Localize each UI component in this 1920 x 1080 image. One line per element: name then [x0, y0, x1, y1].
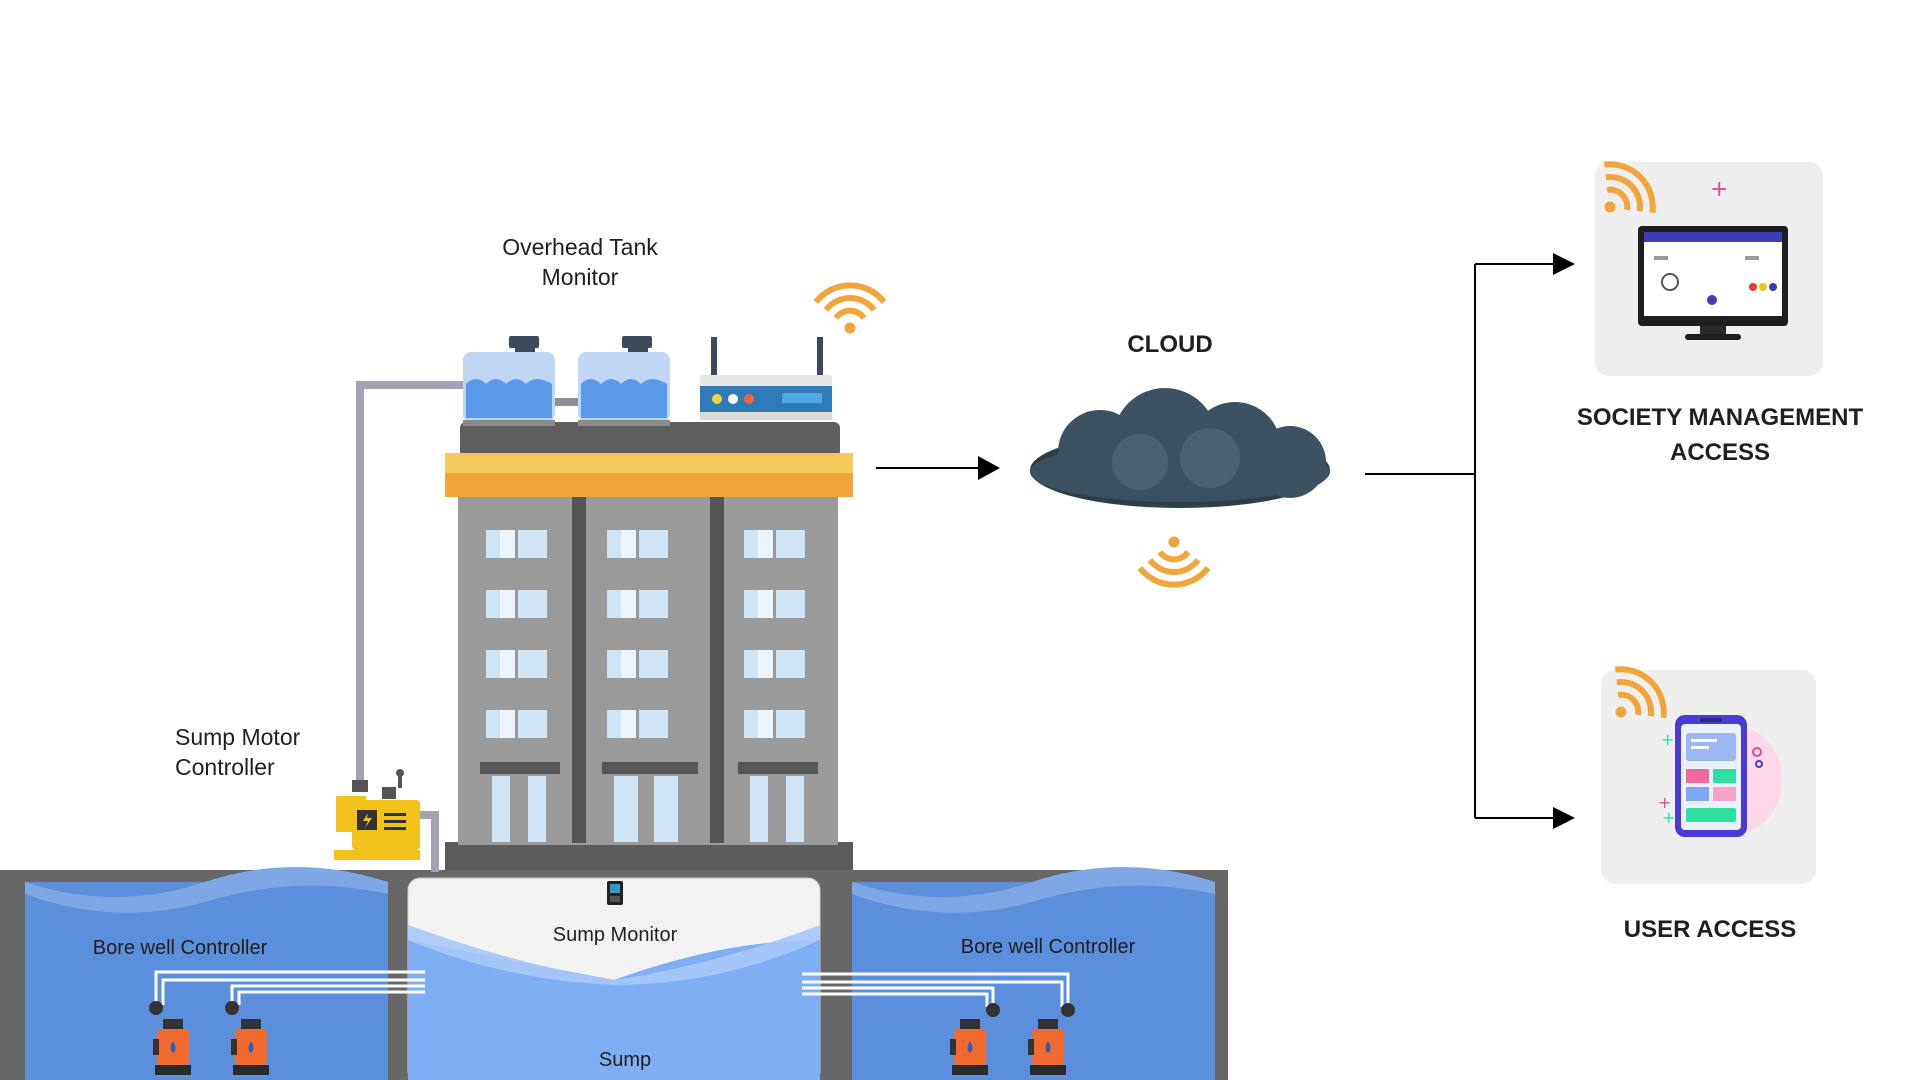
- arrow-cloud-to-access: [1365, 263, 1555, 819]
- sump-water: [408, 940, 820, 1080]
- roof-band-highlight: [445, 453, 853, 473]
- sparkle-icon: +: [1710, 177, 1728, 202]
- dot-icon: [1755, 760, 1763, 768]
- bore-well-right-wave: [852, 867, 1215, 913]
- sump-monitor-device-icon: [607, 881, 623, 905]
- tank-connector-pipe: [555, 398, 578, 406]
- pipes-right: [802, 972, 1070, 1007]
- supply-pipe: [356, 381, 463, 780]
- arrow-building-to-cloud: [876, 456, 1000, 480]
- motor-controller-icon: [334, 769, 420, 860]
- building-base: [445, 842, 853, 870]
- dot-icon: [1752, 747, 1762, 757]
- wifi-icon: [816, 285, 884, 333]
- desktop-monitor-icon: [1638, 226, 1788, 340]
- controller-pipe: [420, 811, 439, 872]
- bore-well-left-wave: [25, 867, 388, 913]
- building-top: [460, 422, 840, 457]
- building-column: [710, 485, 724, 843]
- sump-motor-controller-label: Sump Motor Controller: [175, 724, 301, 780]
- building-doors: [480, 762, 818, 842]
- overhead-tank-monitor-label: Overhead Tank Monitor: [502, 234, 658, 290]
- cloud-label: CLOUD: [1127, 331, 1213, 358]
- overhead-tank-icon: [578, 336, 670, 426]
- cloud-icon: [1030, 388, 1330, 508]
- bore-well-controller-right-label: Bore well Controller: [960, 936, 1136, 958]
- sparkle-icon: +: [1661, 730, 1674, 749]
- overhead-tank-icon: [463, 336, 555, 426]
- sparkle-icon: +: [1658, 793, 1671, 812]
- society-management-access-label: SOCIETY MANAGEMENT ACCESS: [1576, 404, 1864, 466]
- wifi-icon: [1140, 537, 1208, 585]
- bore-well-controller-left-label: Bore well Controller: [92, 937, 268, 959]
- arrow-head-user: [1553, 807, 1575, 829]
- sparkle-icon: +: [1662, 808, 1675, 827]
- arrow-head-society: [1553, 253, 1575, 275]
- pump-valve: [149, 1001, 1075, 1017]
- sump-water-wave: [408, 925, 820, 985]
- router-icon: [700, 337, 832, 420]
- pipes-left: [154, 970, 425, 1005]
- smartphone-icon: [1675, 715, 1747, 837]
- user-access-label: USER ACCESS: [1623, 916, 1797, 943]
- sump-label: Sump: [598, 1049, 652, 1071]
- building-column: [572, 485, 586, 843]
- sump-monitor-label: Sump Monitor: [552, 924, 678, 946]
